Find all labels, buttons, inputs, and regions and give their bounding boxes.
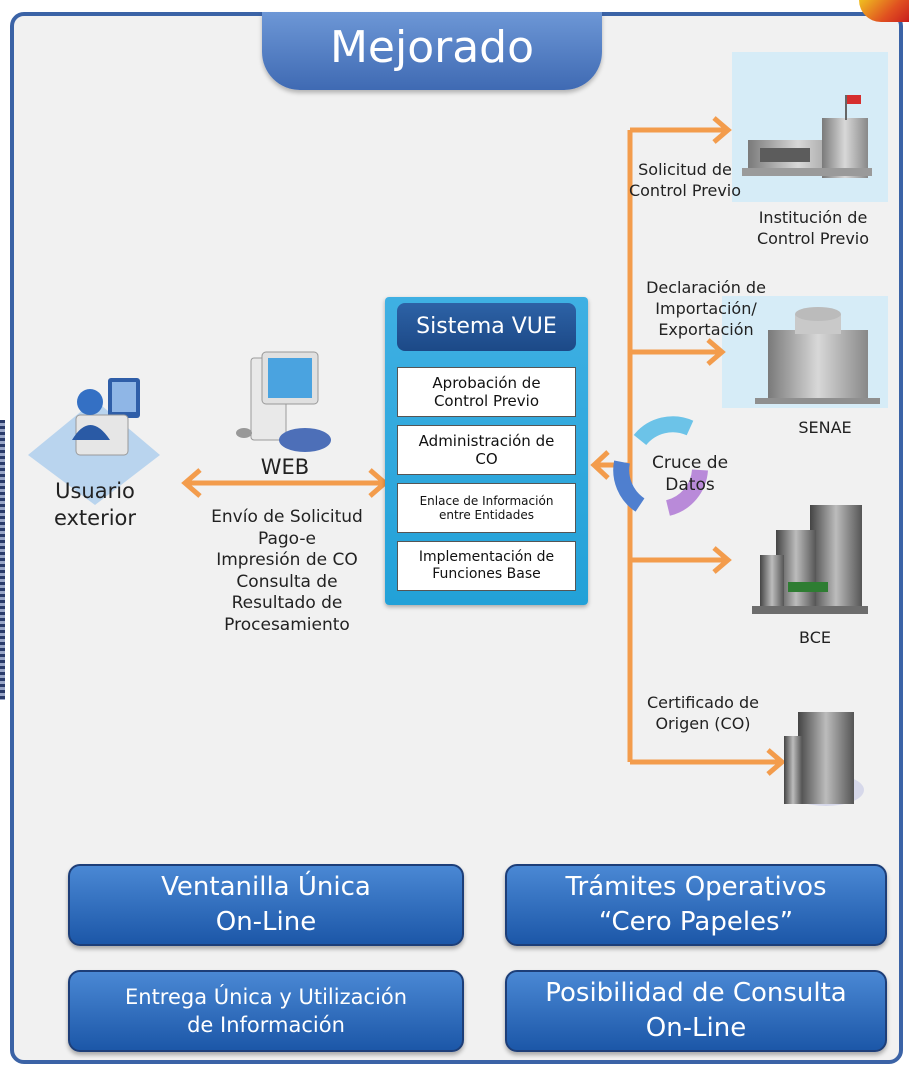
flow-label-line2: Importación/ bbox=[655, 298, 757, 318]
cycle-arrows-icon bbox=[613, 416, 708, 516]
web-service-item: Resultado de bbox=[231, 593, 343, 614]
actor-label-line1: Usuario bbox=[55, 479, 135, 503]
left-edge-decoration bbox=[0, 420, 5, 700]
corner-decoration bbox=[859, 0, 909, 22]
flow-label: Certificado de Origen (CO) bbox=[634, 693, 772, 735]
senae-building-icon bbox=[755, 307, 880, 404]
flow-label: Solicitud de Control Previo bbox=[620, 160, 750, 202]
vue-module-line1: Enlace de Información bbox=[419, 493, 554, 508]
feature-box: Ventanilla Única On-Line bbox=[68, 864, 464, 946]
web-service-item: Consulta de bbox=[236, 571, 338, 592]
co-building-icon bbox=[784, 712, 864, 806]
vue-module-line1: Administración de bbox=[418, 432, 555, 450]
user-computer-icon bbox=[28, 378, 160, 505]
vue-module-line2: entre Entidades bbox=[438, 508, 534, 522]
web-computer-icon bbox=[236, 351, 331, 452]
entity-label: SENAE bbox=[798, 418, 852, 437]
vue-system-title: Sistema VUE bbox=[397, 303, 576, 351]
flow-label-line2: Origen (CO) bbox=[655, 713, 751, 733]
vue-module-line2: CO bbox=[475, 450, 498, 468]
cycle-label: Cruce de Datos bbox=[640, 452, 740, 496]
cycle-label-line1: Cruce de bbox=[651, 453, 729, 473]
flow-label: Declaración de Importación/ Exportación bbox=[632, 278, 780, 340]
entity-label: Institución de Control Previo bbox=[738, 208, 888, 250]
actor-label: Usuario exterior bbox=[40, 478, 150, 533]
bce-building-icon bbox=[752, 505, 868, 614]
web-service-item: Pago-e bbox=[257, 528, 316, 549]
flow-label-line1: Declaración de bbox=[646, 278, 766, 297]
web-label: WEB bbox=[260, 455, 310, 479]
web-service-item: Impresión de CO bbox=[216, 550, 358, 571]
web-service-item: Envío de Solicitud bbox=[211, 507, 363, 527]
flow-label-line1: Certificado de bbox=[646, 693, 760, 712]
entity-label-line1: Institución de bbox=[758, 208, 868, 227]
flow-label-line1: Solicitud de bbox=[638, 160, 732, 179]
cycle-label-line2: Datos bbox=[665, 475, 715, 496]
vue-module-line1: Implementación de bbox=[418, 549, 555, 566]
vue-module-line1: Aprobación de bbox=[432, 374, 541, 392]
entity-label-line2: Control Previo bbox=[756, 228, 870, 248]
flow-label-line2: Control Previo bbox=[628, 180, 742, 200]
feature-box: Entrega Única y Utilización de Informaci… bbox=[68, 970, 464, 1052]
flow-label-line3: Exportación bbox=[658, 319, 754, 339]
feature-box: Trámites Operativos “Cero Papeles” bbox=[505, 864, 887, 946]
diagram-title: Mejorado bbox=[262, 12, 602, 90]
actor-label-line2: exterior bbox=[53, 506, 137, 531]
control-previo-building-icon bbox=[742, 95, 872, 178]
entity-label: BCE bbox=[799, 628, 831, 647]
vue-module-line2: Control Previo bbox=[433, 392, 540, 410]
vue-module-line2: Funciones Base bbox=[432, 566, 541, 582]
web-services-list: Envío de Solicitud Pago-e Impresión de C… bbox=[182, 507, 392, 636]
feature-box: Posibilidad de Consulta On-Line bbox=[505, 970, 887, 1052]
web-service-item: Procesamiento bbox=[224, 614, 350, 635]
